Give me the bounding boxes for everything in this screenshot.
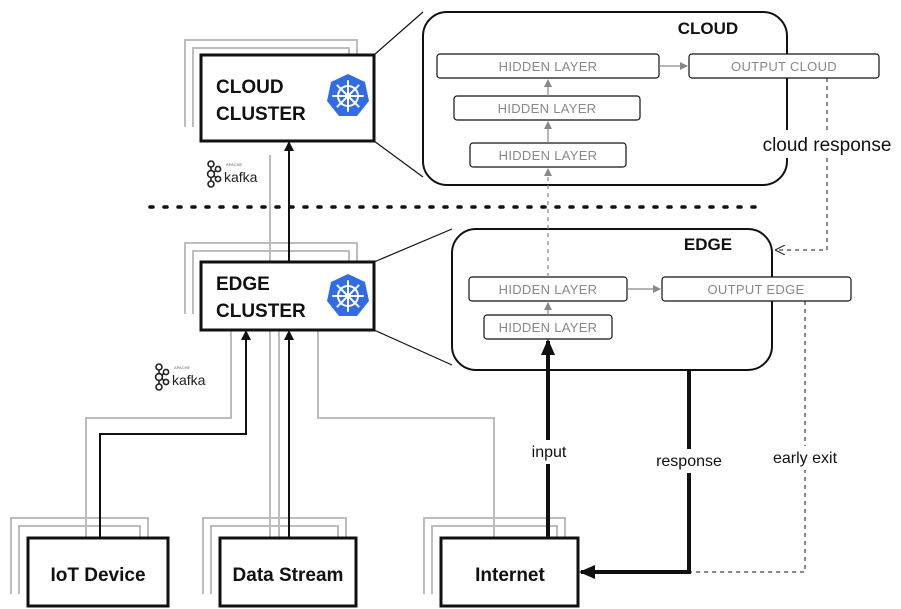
cloud-panel-title: CLOUD [678, 19, 738, 38]
stream-ghost [202, 517, 347, 594]
internet-box[interactable]: Internet [439, 536, 580, 608]
edge-cluster-label-line1: EDGE [216, 274, 270, 295]
input-label: input [532, 444, 567, 461]
kafka-logo: APACHE kafka [206, 160, 258, 188]
svg-text:kafka: kafka [224, 169, 258, 185]
output-edge[interactable]: OUTPUT EDGE [661, 276, 852, 302]
svg-text:kafka: kafka [172, 372, 206, 388]
svg-text:HIDDEN LAYER: HIDDEN LAYER [499, 282, 598, 297]
cloud-cluster-label-line2: CLUSTER [216, 104, 306, 125]
early-exit-path [691, 301, 806, 573]
iot-device-label: IoT Device [50, 565, 145, 586]
hidden-layer[interactable]: HIDDEN LAYER [469, 142, 627, 168]
svg-text:OUTPUT EDGE: OUTPUT EDGE [708, 282, 805, 297]
kafka-icon [154, 363, 170, 391]
data-stream-box[interactable]: Data Stream [218, 536, 358, 608]
cloud-response-label-bg [746, 130, 901, 158]
iot-ghost [10, 517, 149, 594]
zoom-lines [373, 11, 453, 366]
edge-panel-title: EDGE [684, 235, 732, 254]
kafka-icon [206, 160, 222, 188]
hidden-layer[interactable]: HIDDEN LAYER [436, 53, 660, 79]
svg-text:OUTPUT CLOUD: OUTPUT CLOUD [731, 59, 837, 74]
cloud-cluster[interactable]: CLOUD CLUSTER [199, 53, 376, 143]
internet-label: Internet [475, 565, 545, 586]
black-connections [99, 141, 294, 538]
data-stream-label: Data Stream [233, 565, 344, 586]
svg-text:APACHE: APACHE [226, 162, 242, 167]
edge-panel: EDGE HIDDEN LAYER HIDDEN LAYER OUTPUT ED… [451, 228, 852, 371]
cloud-response-label: cloud response [763, 135, 892, 156]
kafka-logo: APACHE kafka [154, 363, 206, 391]
response-label: response [656, 453, 722, 470]
svg-text:HIDDEN LAYER: HIDDEN LAYER [498, 101, 597, 116]
response-path [579, 370, 691, 579]
edge-cluster[interactable]: EDGE CLUSTER [199, 260, 376, 332]
cloud-panel: CLOUD HIDDEN LAYER HIDDEN LAYER HIDDEN L… [422, 11, 880, 186]
edge-cluster-label-line2: CLUSTER [216, 301, 306, 322]
iot-device-box[interactable]: IoT Device [26, 536, 170, 608]
hidden-layer[interactable]: HIDDEN LAYER [453, 95, 641, 121]
svg-text:HIDDEN LAYER: HIDDEN LAYER [499, 320, 598, 335]
svg-text:HIDDEN LAYER: HIDDEN LAYER [499, 59, 598, 74]
hidden-layer[interactable]: HIDDEN LAYER [483, 314, 613, 340]
svg-text:HIDDEN LAYER: HIDDEN LAYER [499, 148, 598, 163]
output-cloud[interactable]: OUTPUT CLOUD [688, 53, 880, 79]
early-exit-label: early exit [773, 450, 838, 467]
cloud-cluster-label-line1: CLOUD [216, 77, 284, 98]
cloud-cluster-ghost [184, 39, 358, 127]
gray-connections [85, 155, 495, 538]
svg-text:APACHE: APACHE [174, 365, 190, 370]
hidden-layer[interactable]: HIDDEN LAYER [468, 276, 628, 302]
